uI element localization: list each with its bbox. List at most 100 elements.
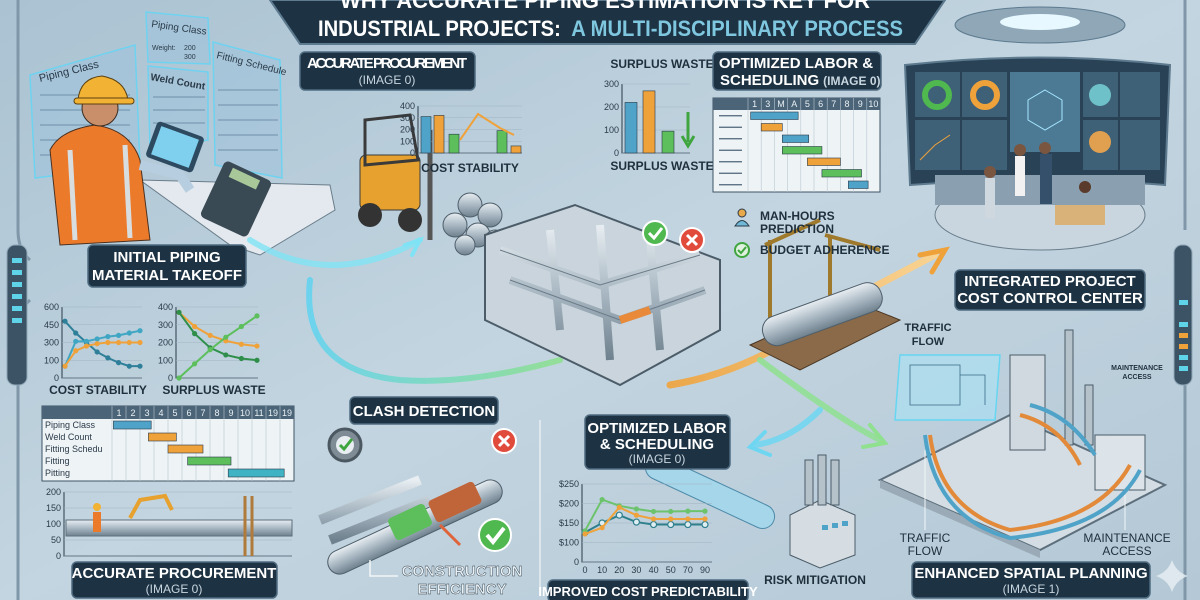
- procurement-top-sub: (IMAGE 0): [359, 73, 416, 87]
- y-tick-label: 0: [168, 373, 173, 383]
- cost-predictability-text: IMPROVED COST PREDICTABILITY: [538, 584, 758, 599]
- gantt-column-label: 5: [172, 408, 177, 418]
- check-icon: [642, 220, 668, 246]
- procurement-bottom-sub: (IMAGE 0): [146, 582, 203, 596]
- gantt-bar: [113, 420, 152, 430]
- traffic-flow-bottom: TRAFFIC FLOW: [900, 450, 951, 558]
- construction-efficiency-line-1: CONSTRUCTION: [402, 563, 523, 580]
- data-point: [94, 349, 100, 355]
- initial-takeoff-line-2: MATERIAL TAKEOFF: [92, 267, 242, 284]
- gantt-bar: [848, 180, 869, 189]
- y-tick-label: 0: [54, 373, 59, 383]
- gantt-row-label: Weld Count: [45, 432, 92, 442]
- y-tick-label: 200: [400, 125, 415, 135]
- crane-pipe-illustration: [748, 218, 902, 371]
- data-point: [176, 375, 182, 381]
- gantt-bar: [148, 432, 177, 442]
- chart-xlabel: COST STABILITY: [49, 383, 147, 397]
- gantt-bar: [782, 134, 810, 143]
- gantt-bar: [821, 169, 862, 178]
- bar: [510, 145, 522, 154]
- y-tick-label: 300: [158, 320, 173, 330]
- data-point: [73, 348, 79, 354]
- data-point: [105, 333, 111, 340]
- bar: [661, 130, 675, 154]
- gantt-column-label: 11: [254, 408, 263, 418]
- data-point: [207, 347, 213, 353]
- excavator-arm: [128, 493, 174, 519]
- data-point: [684, 520, 692, 529]
- y-tick-label: 100: [604, 125, 619, 135]
- y-tick-label: $100: [559, 538, 579, 548]
- engineer-illustration: [49, 75, 336, 256]
- gantt-bar: [167, 444, 204, 454]
- chart-title: SURPLUS WASTE: [610, 57, 713, 71]
- x-tick-label: 90: [700, 565, 710, 575]
- data-point: [615, 511, 623, 519]
- data-point: [238, 355, 244, 362]
- weight-value-2: 300: [184, 54, 196, 61]
- chart-title: COST STABILITY: [421, 161, 519, 175]
- control-center-illustration: [903, 6, 1172, 251]
- control-center-line-2: COST CONTROL CENTER: [957, 290, 1143, 307]
- labor-mid-line-1: OPTIMIZED LABOR: [587, 420, 726, 437]
- gantt-column-label: 2: [130, 408, 135, 418]
- y-tick-label: 100: [158, 355, 173, 365]
- bar: [642, 90, 656, 154]
- y-tick-label: 300: [604, 79, 619, 89]
- sparkle-icon: [1156, 560, 1188, 592]
- data-point: [73, 330, 79, 336]
- data-point: [126, 363, 132, 369]
- label-initial-takeoff: INITIAL PIPING MATERIAL TAKEOFF: [87, 244, 247, 288]
- labor-mid-line-2: & SCHEDULING: [600, 436, 714, 453]
- traffic-flow-bottom-1: TRAFFIC: [900, 531, 951, 545]
- data-point: [115, 339, 122, 346]
- gantt-row-label: Piping Class: [45, 420, 96, 430]
- title-line-1: WHY ACCURATE PIPING ESTIMATION IS KEY FO…: [340, 0, 870, 13]
- check-icon: [478, 518, 512, 552]
- data-point: [254, 313, 260, 319]
- maintenance-access-top: MAINTENANCE ACCESS: [1111, 365, 1163, 381]
- y-tick-label: 0: [410, 148, 415, 158]
- data-point: [238, 323, 244, 330]
- label-spatial-planning: ENHANCED SPATIAL PLANNING (IMAGE 1): [911, 561, 1151, 599]
- person-icon: [737, 208, 747, 218]
- gantt-column-label: 9: [858, 99, 863, 109]
- man-hours-line-1: MAN-HOURS: [760, 209, 835, 223]
- series-line: [178, 311, 258, 348]
- gantt-column-label: 10: [868, 99, 878, 109]
- gantt-column-label: 7: [831, 99, 836, 109]
- data-point: [62, 318, 68, 324]
- y-tick-label: $150: [559, 518, 579, 528]
- traffic-flow-bottom-2: FLOW: [908, 544, 943, 558]
- title-line-2-accent: A MULTI-DISCIPLINARY PROCESS: [571, 16, 903, 41]
- y-tick-label: 200: [604, 102, 619, 112]
- trend-line: [459, 112, 515, 141]
- budget-adherence-item: BUDGET ADHERENCE: [734, 242, 890, 258]
- data-point: [192, 323, 198, 330]
- data-point: [94, 341, 100, 347]
- y-tick-label: 300: [44, 338, 59, 348]
- series-line: [584, 506, 705, 535]
- weight-value-1: 200: [184, 45, 196, 52]
- bar: [420, 116, 432, 154]
- x-tick-label: 10: [597, 565, 607, 575]
- y-tick-label: 100: [44, 355, 59, 365]
- maintenance-top-1: MAINTENANCE: [1111, 365, 1163, 372]
- data-point: [668, 508, 674, 515]
- y-tick-label: 600: [44, 302, 59, 312]
- y-tick-label: $200: [559, 499, 579, 509]
- gantt-column-label: 3: [765, 99, 770, 109]
- x-tick-label: 70: [683, 565, 693, 575]
- data-point: [223, 352, 229, 358]
- gantt-column-label: 19: [268, 408, 278, 418]
- data-point: [599, 525, 605, 531]
- y-tick-label: 150: [46, 503, 61, 513]
- left-side-indicator: [6, 244, 28, 386]
- traffic-flow-top: TRAFFIC FLOW: [904, 322, 951, 348]
- worker-helmet: [93, 503, 101, 511]
- bar: [624, 102, 638, 154]
